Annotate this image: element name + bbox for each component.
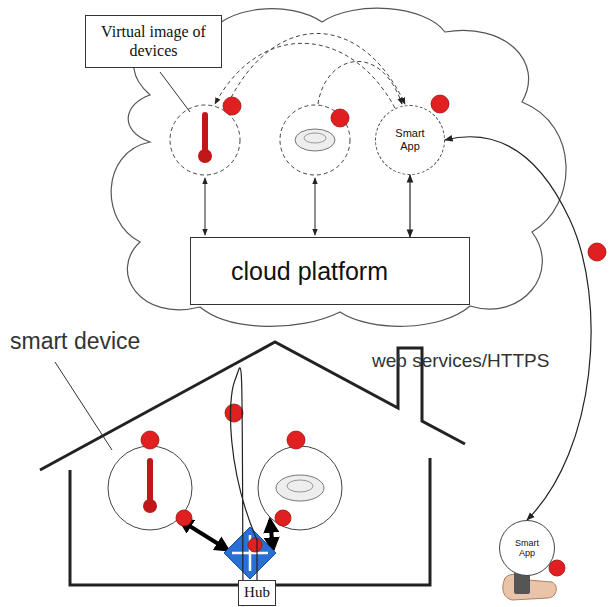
link-arrow [315,178,316,235]
device-link [270,520,273,550]
node-text: cloud platform [231,257,388,286]
protocol-label: web services/HTTPS [372,350,549,372]
hub-box: Hub [238,580,276,606]
virtual-smoke-detector [280,105,350,175]
smoke-detector-ring [287,480,313,492]
smoke-detector-icon [276,475,324,501]
thermometer-device [108,446,192,530]
node-text: Smart App [385,127,435,152]
connector [409,175,410,237]
dashed-arrow [318,61,402,104]
callout-box: Virtual image of devices [85,15,222,68]
thermometer-tube [202,112,208,152]
connector [445,137,591,520]
app-circle: Smart App [375,105,445,175]
node-text: Hub [244,584,270,601]
hub-icon [224,527,276,579]
smoke-detector-device [258,446,342,530]
link-arrow [205,178,206,235]
thermometer-tube [147,458,153,502]
thermometer-bulb [198,149,212,163]
node-text: Virtual image of devices [90,23,217,60]
connector [230,368,257,606]
region-label: smart device [10,328,140,355]
house-outline [40,342,465,585]
app-circle: Smart App [499,520,555,576]
virtual-thermometer [170,105,240,175]
smoke-detector-ring [304,133,326,143]
red-dots [141,95,606,576]
hub-icon-arrows [232,535,268,571]
leader-line [160,72,190,112]
dashed-arrow [225,33,405,110]
thermometer-bulb [143,499,157,513]
platform-box: cloud platform [190,237,470,305]
smoke-detector-icon [295,129,335,151]
leader-line [55,362,112,450]
node-text: Smart App [507,538,547,559]
